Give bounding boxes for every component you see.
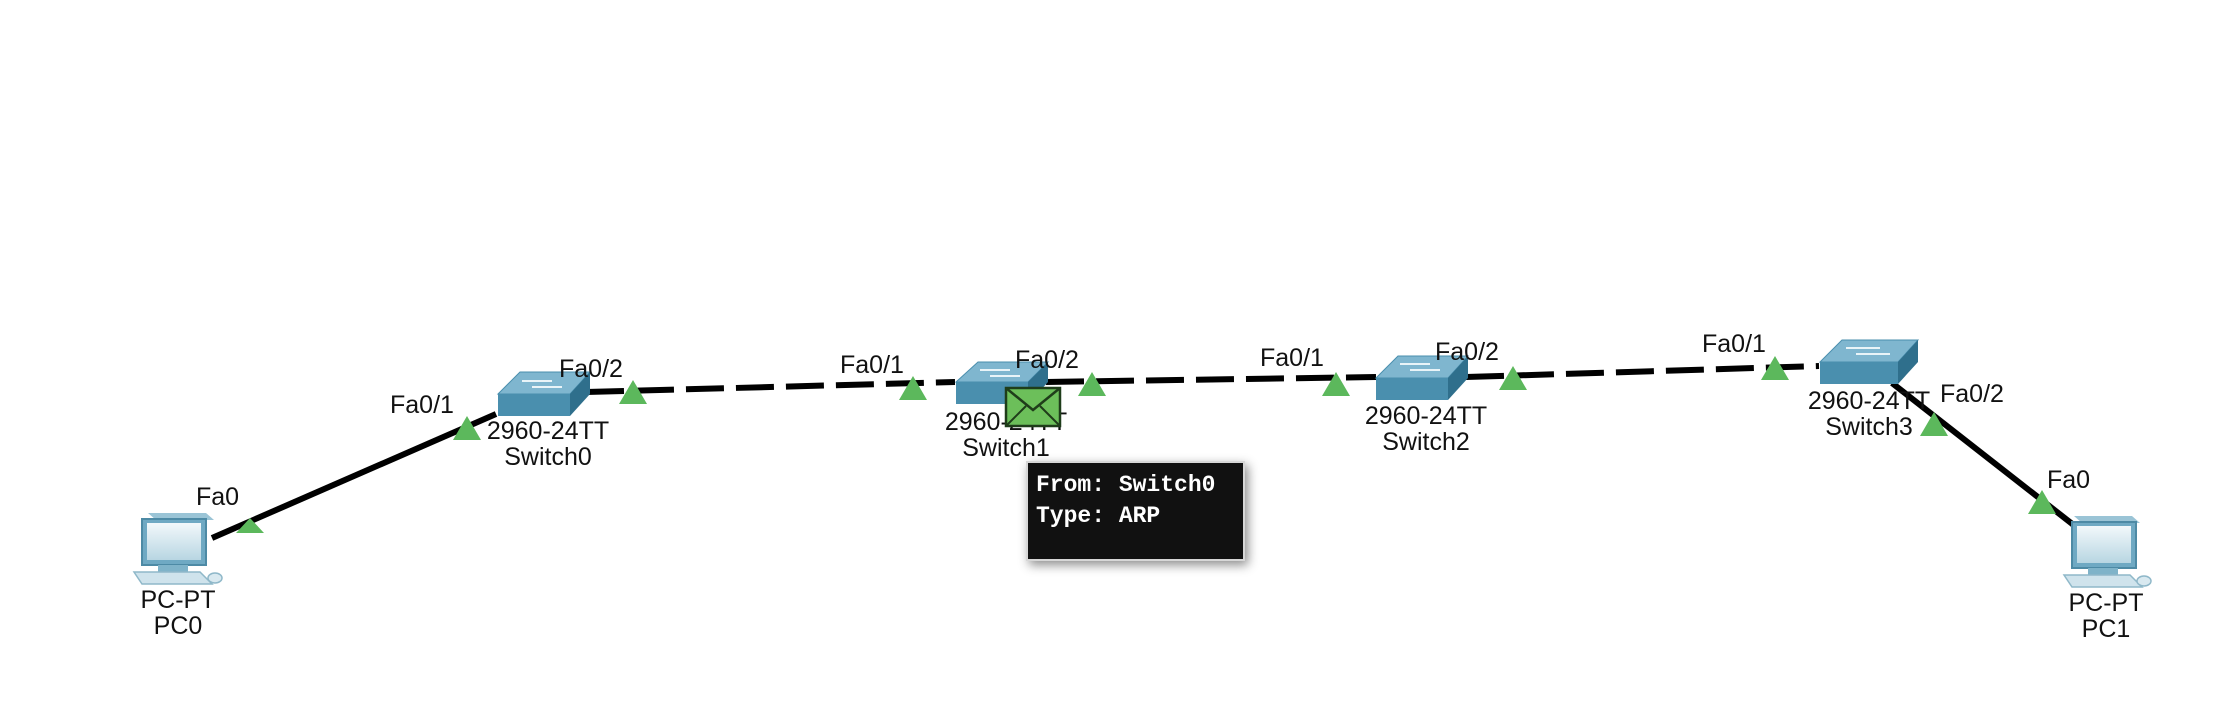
port-status-indicators xyxy=(236,356,2056,533)
device-model-label: 2960-24TT xyxy=(487,417,609,445)
cable-switch0-switch1[interactable] xyxy=(585,379,956,395)
pdu-from-text: From: Switch0 xyxy=(1036,472,1216,498)
triangle-link-up-icon xyxy=(1078,372,1106,396)
port-label: Fa0 xyxy=(196,483,239,511)
pdu-info-tooltip: From: Switch0 Type: ARP xyxy=(1026,461,1245,561)
triangle-link-up-icon xyxy=(1761,356,1789,380)
triangle-link-up-icon xyxy=(1499,366,1527,390)
device-name-label: PC0 xyxy=(154,612,203,640)
port-label: Fa0/2 xyxy=(559,355,623,383)
envelope-pdu-icon[interactable] xyxy=(1004,386,1062,428)
triangle-link-up-icon xyxy=(2028,490,2056,514)
triangle-link-up-icon xyxy=(1920,412,1948,436)
cable-switch2-switch3[interactable] xyxy=(1465,363,1820,380)
device-switch2[interactable]: 2960-24TT Switch2 xyxy=(1365,355,1487,456)
device-pc0[interactable]: PC-PT PC0 xyxy=(132,513,223,640)
device-name-label: Switch3 xyxy=(1825,413,1913,441)
switch-icon xyxy=(1818,339,1920,384)
triangle-link-up-icon xyxy=(453,416,481,440)
device-model-label: PC-PT xyxy=(2069,589,2144,617)
device-model-label: 2960-24TT xyxy=(1365,402,1487,430)
triangle-link-up-icon xyxy=(236,518,264,533)
port-label: Fa0/1 xyxy=(840,351,904,379)
port-label: Fa0/1 xyxy=(390,391,454,419)
device-model-label: PC-PT xyxy=(141,586,216,614)
pdu-type-text: Type: ARP xyxy=(1036,503,1161,529)
device-model-label: 2960-24TT xyxy=(1808,387,1930,415)
port-labels: Fa0 Fa0/1 Fa0/2 Fa0/1 Fa0/2 Fa0/1 Fa0/2 … xyxy=(196,330,2090,511)
cable-pc0-switch0[interactable] xyxy=(210,411,498,541)
port-label: Fa0 xyxy=(2047,466,2090,494)
port-label: Fa0/2 xyxy=(1015,346,1079,374)
switch-icon xyxy=(496,371,592,416)
cable-switch1-switch2[interactable] xyxy=(1045,374,1377,385)
port-label: Fa0/2 xyxy=(1435,338,1499,366)
device-name-label: PC1 xyxy=(2082,615,2131,643)
device-switch3[interactable]: 2960-24TT Switch3 xyxy=(1808,339,1930,441)
device-name-label: Switch0 xyxy=(504,443,592,471)
desktop-pc-icon xyxy=(132,513,223,585)
device-name-label: Switch1 xyxy=(962,434,1050,462)
triangle-link-up-icon xyxy=(619,380,647,404)
desktop-pc-icon xyxy=(2062,516,2152,588)
port-label: Fa0/2 xyxy=(1940,380,2004,408)
device-name-label: Switch2 xyxy=(1382,428,1470,456)
port-label: Fa0/1 xyxy=(1260,344,1324,372)
switch-icon xyxy=(1374,355,1470,400)
port-label: Fa0/1 xyxy=(1702,330,1766,358)
device-switch0[interactable]: 2960-24TT Switch0 xyxy=(487,371,609,471)
device-pc1[interactable]: PC-PT PC1 xyxy=(2062,516,2152,643)
triangle-link-up-icon xyxy=(899,376,927,400)
triangle-link-up-icon xyxy=(1322,372,1350,396)
